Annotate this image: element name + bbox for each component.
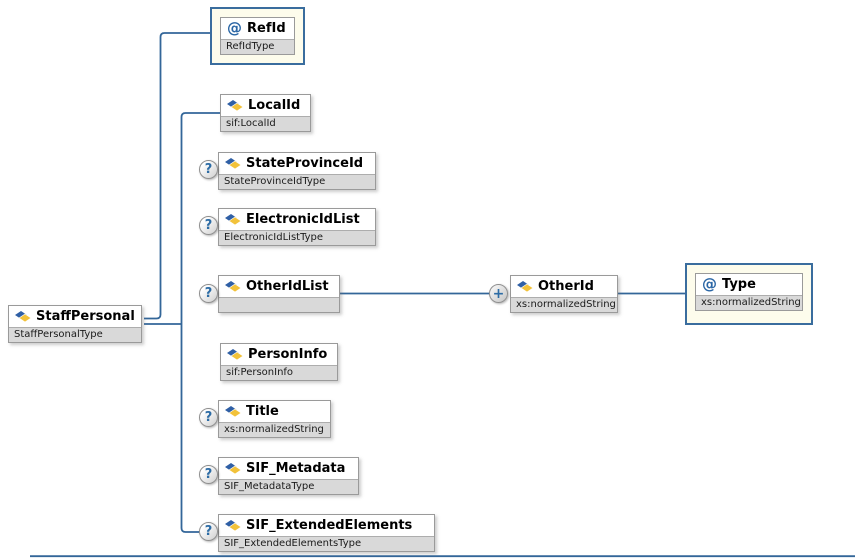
node-title-row: StateProvinceId [219, 153, 375, 174]
optional-badge[interactable]: ? [199, 160, 218, 179]
element-icon [225, 519, 241, 531]
plus-icon: + [492, 285, 505, 302]
node-stateprovinceid[interactable]: StateProvinceId StateProvinceIdType [218, 152, 376, 190]
node-name: PersonInfo [248, 347, 328, 362]
node-name: StateProvinceId [246, 156, 364, 171]
attribute-icon: @ [227, 19, 242, 37]
node-electronicidlist[interactable]: ElectronicIdList ElectronicIdListType [218, 208, 376, 246]
node-name: OtherIdList [246, 279, 329, 294]
node-title-row: @ Type [696, 274, 802, 295]
element-icon [517, 280, 533, 292]
node-personinfo[interactable]: PersonInfo sif:PersonInfo [220, 343, 338, 381]
node-title-row: PersonInfo [221, 344, 337, 365]
node-title-row: @ RefId [221, 18, 294, 39]
question-icon: ? [204, 286, 213, 301]
element-icon [227, 348, 243, 360]
node-localid[interactable]: LocalId sif:LocalId [220, 94, 311, 132]
node-name: OtherId [538, 279, 594, 294]
element-icon [225, 213, 241, 225]
node-title-row: OtherIdList [219, 276, 339, 297]
node-type: SIF_MetadataType [219, 479, 358, 494]
node-type: RefIdType [221, 39, 294, 54]
node-otherid[interactable]: OtherId xs:normalizedString [510, 275, 618, 313]
question-icon: ? [204, 162, 213, 177]
node-type: StateProvinceIdType [219, 174, 375, 189]
question-icon: ? [204, 467, 213, 482]
node-type: StaffPersonalType [9, 327, 141, 342]
connector-root-to-attribute-trunk [144, 32, 210, 320]
element-icon [225, 280, 241, 292]
node-title-row: LocalId [221, 95, 310, 116]
node-title-row: Title [219, 401, 330, 422]
node-name: Type [722, 277, 756, 292]
node-otheridlist[interactable]: OtherIdList [218, 275, 340, 313]
optional-badge[interactable]: ? [199, 216, 218, 235]
node-name: Title [246, 404, 279, 419]
node-type: ElectronicIdListType [219, 230, 375, 245]
element-icon [225, 462, 241, 474]
node-title[interactable]: Title xs:normalizedString [218, 400, 331, 438]
node-title-row: SIF_ExtendedElements [219, 515, 434, 536]
repeats-badge[interactable]: + [489, 284, 508, 303]
node-type: sif:LocalId [221, 116, 310, 131]
question-icon: ? [204, 218, 213, 233]
node-name: ElectronicIdList [246, 212, 360, 227]
node-title-row: SIF_Metadata [219, 458, 358, 479]
element-icon [227, 99, 243, 111]
node-title-row: OtherId [511, 276, 617, 297]
optional-badge[interactable]: ? [199, 284, 218, 303]
node-name: SIF_Metadata [246, 461, 346, 476]
node-type: SIF_ExtendedElementsType [219, 536, 434, 551]
node-name: RefId [247, 21, 286, 36]
optional-badge[interactable]: ? [199, 408, 218, 427]
node-refid-attribute[interactable]: @ RefId RefIdType [210, 7, 305, 65]
question-icon: ? [204, 524, 213, 539]
node-type: xs:normalizedString [219, 422, 330, 437]
node-title-row: ElectronicIdList [219, 209, 375, 230]
node-name: StaffPersonal [36, 309, 135, 324]
node-type [219, 297, 339, 312]
node-type: xs:normalizedString [696, 295, 802, 310]
node-name: LocalId [248, 98, 301, 113]
node-name: SIF_ExtendedElements [246, 518, 413, 533]
node-title-row: StaffPersonal [9, 306, 141, 327]
node-staffpersonal[interactable]: StaffPersonal StaffPersonalType [8, 305, 142, 343]
element-icon [225, 157, 241, 169]
node-type-attribute[interactable]: @ Type xs:normalizedString [685, 263, 813, 325]
question-icon: ? [204, 410, 213, 425]
optional-badge[interactable]: ? [199, 522, 218, 541]
element-icon [225, 405, 241, 417]
attribute-icon: @ [702, 275, 717, 293]
element-icon [15, 310, 31, 322]
node-type: sif:PersonInfo [221, 365, 337, 380]
node-type: xs:normalizedString [511, 297, 617, 312]
node-sif-extendedelements[interactable]: SIF_ExtendedElements SIF_ExtendedElement… [218, 514, 435, 552]
node-sif-metadata[interactable]: SIF_Metadata SIF_MetadataType [218, 457, 359, 495]
optional-badge[interactable]: ? [199, 465, 218, 484]
